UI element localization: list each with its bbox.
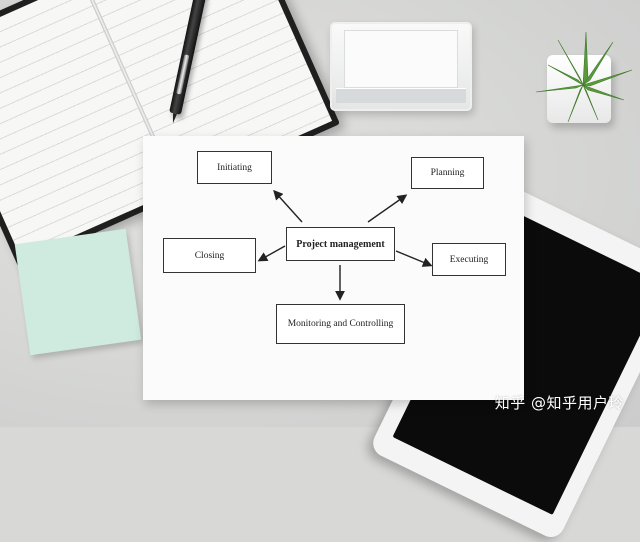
node-initiating: Initiating <box>197 151 272 184</box>
card-holder-icon <box>330 22 472 111</box>
node-monitoring-and-controlling: Monitoring and Controlling <box>276 304 405 344</box>
node-closing: Closing <box>163 238 256 273</box>
succulent-plant-icon <box>535 31 633 123</box>
blank-business-card <box>344 30 458 88</box>
node-executing: Executing <box>432 243 506 276</box>
sticky-note <box>14 228 142 356</box>
node-planning: Planning <box>411 157 484 189</box>
node-project-management: Project management <box>286 227 395 261</box>
watermark-text: 知乎 @知乎用户玲 <box>494 394 624 412</box>
card-holder-base <box>336 88 466 103</box>
